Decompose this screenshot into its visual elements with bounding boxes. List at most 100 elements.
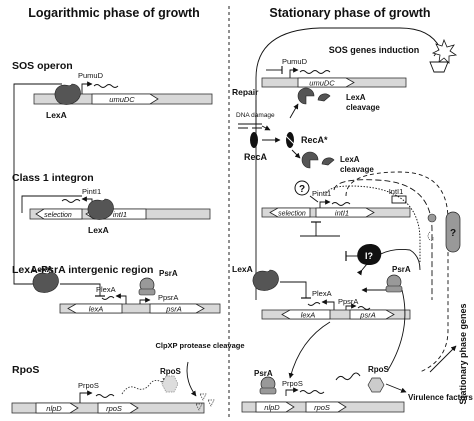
gene-lexa-right: lexA [301, 311, 316, 320]
plexa-right-arrow [321, 299, 335, 310]
plexa-arrow [115, 293, 127, 304]
lexa-cleaved-1a [297, 87, 315, 105]
psra-protein-bottom-base [259, 387, 277, 395]
reca-label: RecA [244, 152, 268, 162]
reca-arrow [261, 125, 271, 131]
lexa-label-intergenic: LexA [32, 264, 53, 274]
ppsra-label: PpsrA [158, 293, 178, 302]
gene-rpos-right: rpoS [314, 403, 330, 412]
intergenic-dna [59, 303, 221, 314]
rpos-heading: RpoS [12, 364, 39, 376]
sos-promoter-right-arrow [289, 67, 299, 78]
rpos-to-virulence-arrow [385, 383, 407, 393]
rpos-protein-shape [161, 375, 179, 393]
rpos-transcript [95, 394, 115, 398]
plexa-label-right: PlexA [312, 289, 332, 298]
virulence-label: Virulence factors [408, 393, 473, 402]
rpos-protein-right-label: RpoS [368, 365, 390, 374]
question-circle-1 [294, 180, 310, 196]
question-mark-3: I? [365, 251, 373, 261]
gene-rpos-label: rpoS [106, 404, 122, 413]
lexa-protein-sos [54, 83, 81, 105]
reca-protein [250, 132, 258, 148]
intergenic-heading: LexA-PsrA intergenic region [12, 264, 153, 276]
integron-gene-selection: selection [44, 212, 72, 219]
psra-label-intergenic: PsrA [159, 269, 178, 278]
unknown-inhibitor-shape [357, 244, 382, 265]
rpos-right-transcript [299, 390, 325, 394]
integron-promoter-label: PintI1 [82, 187, 101, 196]
clpxp-note-text: ClpXP protease cleavage [155, 341, 244, 350]
right-panel-title: Stationary phase of growth [269, 6, 430, 20]
repair-label: Repair [232, 87, 259, 97]
psra-to-prpos-arrow [288, 321, 331, 379]
stress-star [431, 38, 458, 64]
psra-protein-intergenic-base [138, 288, 156, 296]
integron-promoter-right: PintI1 [312, 189, 331, 198]
lexa-protein-intergenic [32, 271, 59, 293]
plexa-label: PlexA [96, 285, 116, 294]
dashed-loop-mid [333, 179, 433, 300]
prpos-label: PrpoS [78, 381, 99, 390]
psra-right-transcript [357, 306, 371, 310]
integron-transcript-right [331, 202, 351, 206]
small-regulator-blob [427, 213, 437, 223]
lexa-cleavage-2-line2: cleavage [340, 165, 374, 174]
inti1-label: IntI1 [389, 187, 404, 196]
rpos-protein-right-shape [367, 377, 385, 393]
gene-nlpd-label: nlpD [46, 404, 62, 413]
dna-damage-label: DNA damage [236, 112, 275, 119]
rpos-degraded-fragments [195, 393, 215, 411]
right-top-loop [255, 27, 441, 300]
sos-gene-right: umuDC [309, 79, 335, 88]
lexa-repression-line [60, 283, 101, 296]
sos-induction-label: SOS genes induction [329, 45, 420, 55]
sos-loop-line [13, 83, 62, 285]
integron-gene-selection-right: selection [278, 211, 306, 218]
integron-dna-right [261, 207, 411, 218]
integron-gene-inti1: intI1 [113, 210, 127, 219]
stationary-genes-arrow [429, 345, 457, 373]
integron-loop-line [21, 195, 82, 213]
clpxp-arrow [186, 361, 197, 397]
lexa-cleavage-2-line1: LexA [340, 155, 360, 164]
integron-gene-inti1-right: intI1 [335, 209, 349, 218]
gene-nlpd-right: nlpD [264, 403, 280, 412]
integron-promoter-right-arrow [319, 199, 331, 208]
rpos-dotted-mrna [121, 379, 163, 395]
lexa-cleaved-2a [301, 151, 319, 169]
lexa-protein-integron [87, 198, 114, 220]
dashed-loop-outer [345, 171, 449, 373]
rpos-right-mrna [335, 372, 361, 381]
sos-operon-dna [33, 93, 213, 105]
psra-to-rpos-arrow [387, 289, 406, 371]
question-mark-2: ? [450, 228, 456, 239]
ppsra-label-right: PpsrA [338, 297, 358, 306]
ppsra-arrow [139, 297, 151, 304]
spiral-icon [427, 231, 434, 241]
rpos-dna-right [241, 401, 405, 413]
dna-damage-lines [238, 123, 262, 129]
reca-active-mark [285, 135, 295, 145]
gene-psra-right: psrA [359, 311, 375, 320]
gene-lexa-label: lexA [89, 305, 104, 314]
lexa-label-sos: LexA [46, 110, 67, 120]
psra-label-bottom: PsrA [254, 369, 273, 378]
lexa-protein-right [252, 269, 279, 291]
prpos-arrow [79, 390, 93, 403]
dotted-loop-inner [325, 185, 421, 262]
intergenic-dna-right [261, 309, 411, 320]
sos-operon-heading: SOS operon [12, 60, 73, 72]
lexa-cleaved-2b [321, 157, 335, 166]
inti1-protein-box [391, 195, 407, 204]
integron-transcript [61, 199, 81, 203]
lexa-label-integron: LexA [88, 225, 109, 235]
psra-label-right: PsrA [392, 265, 411, 274]
stationary-genes-label: Stationary phase genes [458, 303, 468, 404]
integron-repression-right [309, 195, 319, 203]
clpxp-note: ClpXP protease cleavage [155, 341, 244, 350]
left-panel-title: Logarithmic phase of growth [28, 6, 200, 20]
sos-promoter-right: PumuD [282, 57, 308, 66]
reca-to-lexa-cleavage [289, 103, 299, 119]
signal-trapezoid [429, 61, 449, 73]
